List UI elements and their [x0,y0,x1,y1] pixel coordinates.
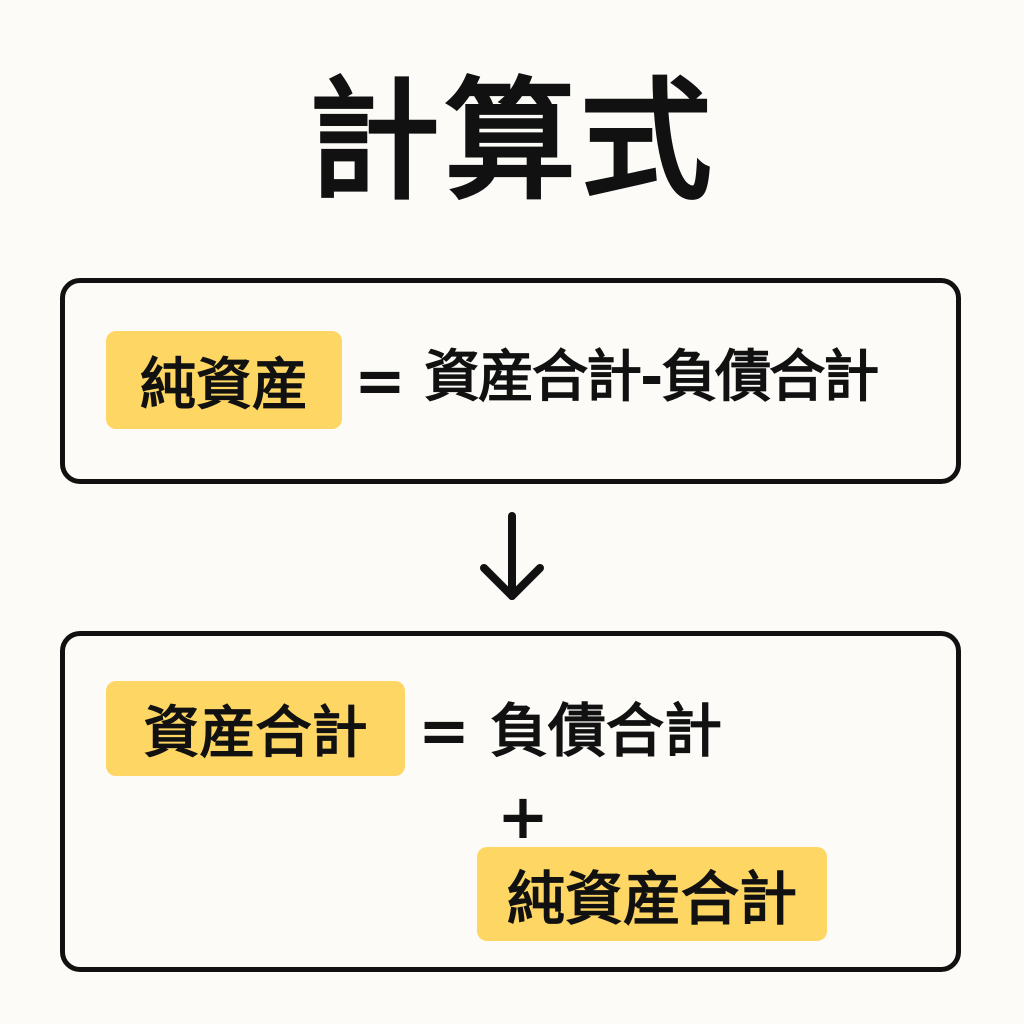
liabilities-total: 負債合計 [490,697,723,765]
total-assets-highlight: 資産合計 [106,681,405,776]
net-assets-total-highlight: 純資産合計 [477,847,827,941]
arrow-down-icon [480,512,544,600]
equals-sign: = [354,344,406,417]
equals-sign: = [418,694,470,767]
page-title: 計算式 [308,65,716,219]
net-assets-highlight: 純資産 [106,331,342,429]
plus-sign: + [497,780,549,853]
formula1-rhs: 資産合計-負債合計 [424,345,879,410]
